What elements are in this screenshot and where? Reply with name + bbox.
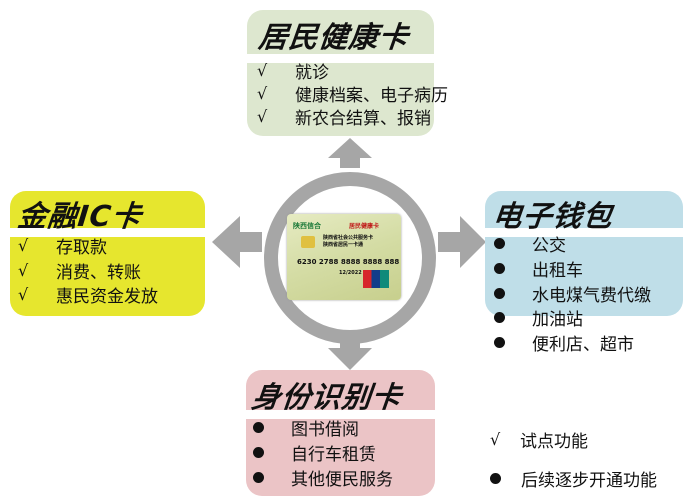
list-item: 水电煤气费代缴: [492, 281, 651, 306]
card-line1: 陕西省社会公共服务卡: [323, 235, 374, 241]
card-bank: 陕西信合: [293, 222, 321, 230]
list-item: √存取款: [18, 236, 107, 258]
legend-dot: 后续逐步开通功能: [488, 466, 657, 491]
list-item: 加油站: [492, 305, 583, 330]
legend-check: √试点功能: [490, 430, 588, 452]
arrow-right: [438, 216, 486, 268]
card-expiry: 12/2022: [339, 270, 362, 276]
list-item: √就诊: [257, 61, 329, 83]
health-card-title: 居民健康卡: [257, 20, 411, 54]
list-item: 图书借阅: [251, 415, 359, 440]
card-line2: 陕西省居民一卡通: [323, 242, 364, 248]
finance-card-box: 金融IC卡 √存取款 √消费、转账 √惠民资金发放: [10, 191, 205, 316]
id-card-title: 身份识别卡: [250, 380, 404, 414]
e-wallet-box: 电子钱包 公交 出租车 水电煤气费代缴 加油站 便利店、超市: [485, 191, 683, 355]
arrow-up: [328, 138, 372, 168]
id-card-box: 身份识别卡 图书借阅 自行车租赁 其他便民服务: [246, 370, 435, 496]
citizen-card-image: 陕西信合 居民健康卡 陕西省社会公共服务卡 陕西省居民一卡通 6230 2788…: [287, 214, 401, 300]
list-item: √惠民资金发放: [18, 285, 158, 307]
arrow-left: [212, 216, 262, 268]
hub-ring: [264, 172, 436, 344]
list-item: 便利店、超市: [492, 330, 634, 355]
unionpay-logo: [363, 270, 389, 288]
chip-icon: [301, 236, 315, 248]
list-item: √新农合结算、报销: [257, 107, 431, 129]
list-item: √健康档案、电子病历: [257, 84, 448, 106]
list-item: 出租车: [492, 256, 583, 281]
list-item: 其他便民服务: [251, 465, 393, 490]
card-health: 居民健康卡: [349, 223, 380, 230]
list-item: 公交: [492, 231, 566, 256]
finance-card-title: 金融IC卡: [16, 199, 144, 233]
health-card-box: 居民健康卡 √就诊 √健康档案、电子病历 √新农合结算、报销: [247, 10, 448, 136]
arrow-down: [328, 332, 372, 370]
card-number: 6230 2788 8888 8888 888: [297, 258, 400, 266]
e-wallet-title: 电子钱包: [491, 199, 615, 233]
arrows: [212, 138, 486, 370]
list-item: 自行车租赁: [251, 440, 376, 465]
list-item: √消费、转账: [18, 261, 141, 283]
